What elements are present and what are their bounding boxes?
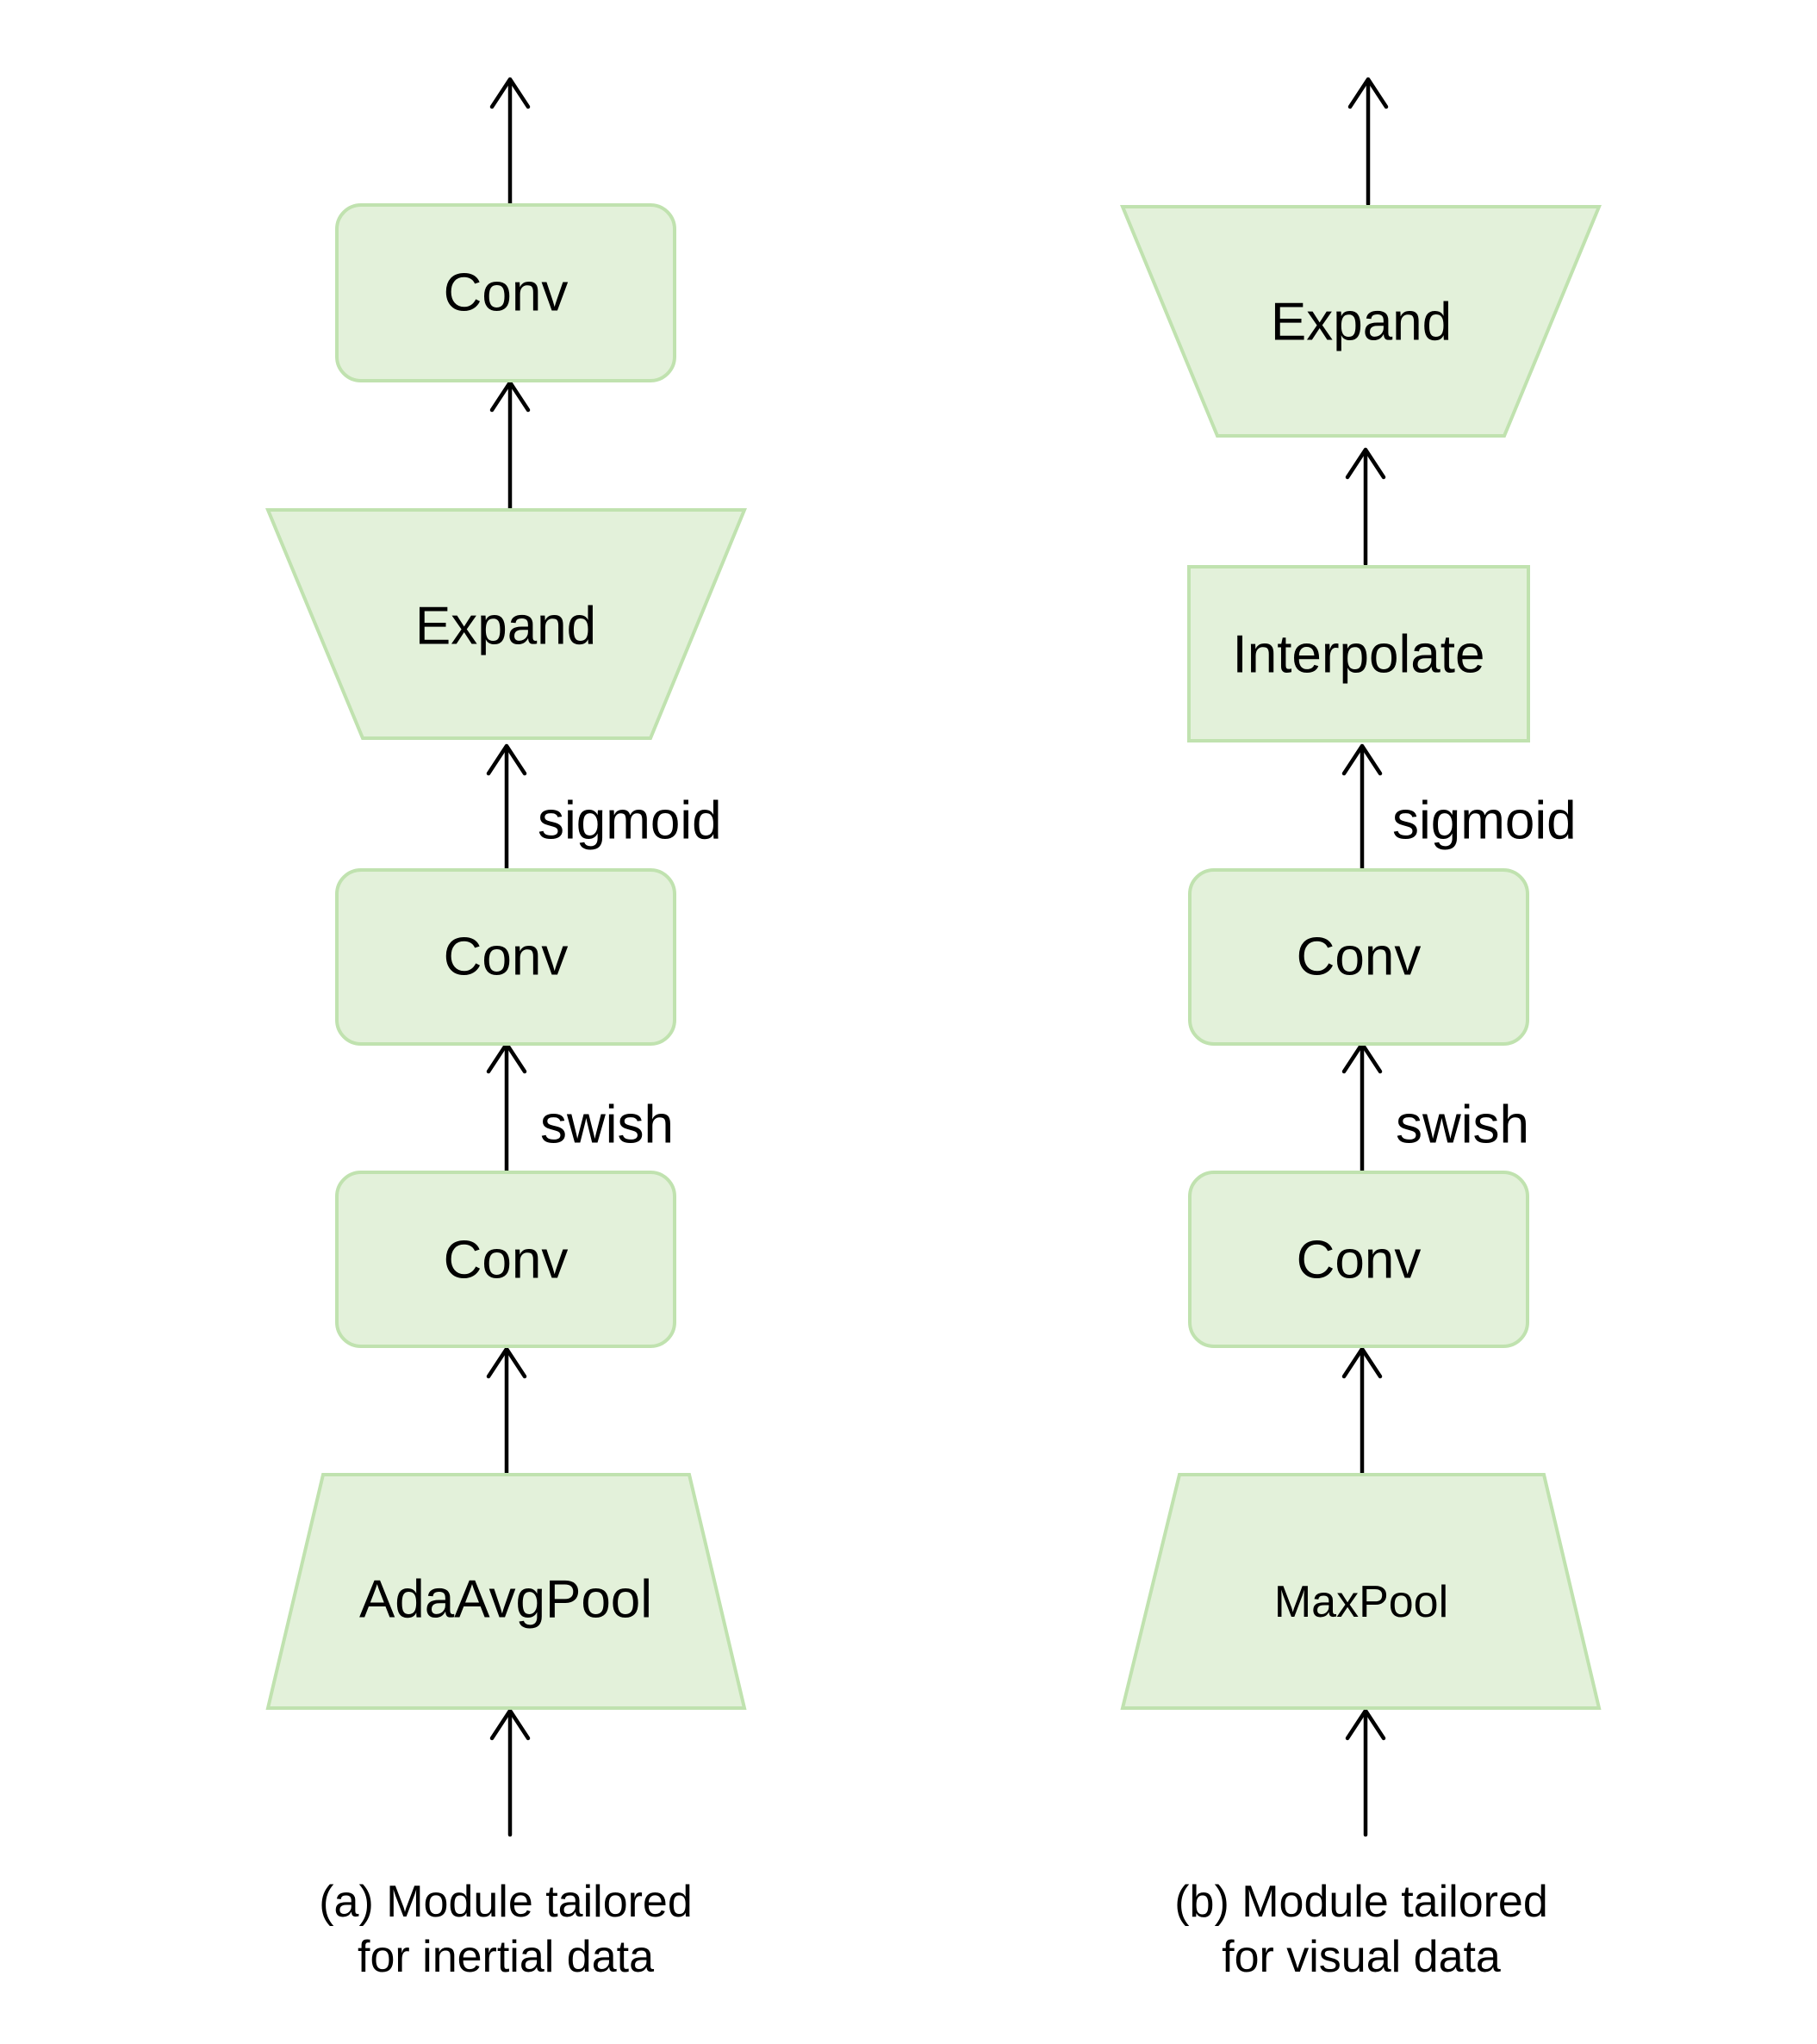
caption-a-line2: for inertial data xyxy=(358,1932,654,1982)
arrow-b-conv1-to-conv2 xyxy=(1341,1041,1383,1174)
arrow-a-output xyxy=(489,77,531,207)
arrow-a-input xyxy=(489,1708,531,1837)
node-label: Conv xyxy=(1297,928,1422,987)
node-a-conv2: Conv xyxy=(335,868,676,1046)
node-a-conv1: Conv xyxy=(335,1171,676,1348)
arrow-b-conv2-to-interpolate xyxy=(1341,743,1383,873)
node-label: Interpolate xyxy=(1233,625,1485,685)
panel-a: AdaAvgPool Conv Conv Expand Conv swish s… xyxy=(265,77,747,1982)
node-b-expand: Expand xyxy=(1120,205,1602,438)
arrow-a-conv2-to-expand xyxy=(486,743,527,873)
caption-b-line1: (b) Module tailored xyxy=(1174,1877,1548,1927)
arrow-a-pool-to-conv1 xyxy=(486,1346,527,1477)
arrow-b-input xyxy=(1345,1708,1386,1837)
node-b-interpolate: Interpolate xyxy=(1187,565,1530,742)
node-b-conv1: Conv xyxy=(1188,1171,1529,1348)
caption-a-line1: (a) Module tailored xyxy=(319,1877,693,1927)
node-b-conv2: Conv xyxy=(1188,868,1529,1046)
arrow-b-interpolate-to-expand xyxy=(1345,447,1386,567)
node-label: Conv xyxy=(1297,1231,1422,1290)
edge-label-swish: swish xyxy=(1396,1096,1529,1155)
arrow-a-expand-to-conv3 xyxy=(489,380,531,511)
edge-label-sigmoid: sigmoid xyxy=(1392,792,1577,851)
caption-b-line2: for visual data xyxy=(1222,1932,1501,1982)
node-label: Conv xyxy=(444,264,569,323)
node-label: Expand xyxy=(415,597,596,656)
panel-b: MaxPool Conv Conv Interpolate Expand swi… xyxy=(1120,77,1602,1982)
node-label: AdaAvgPool xyxy=(359,1570,652,1630)
arrow-b-output xyxy=(1347,77,1389,207)
node-label: MaxPool xyxy=(1274,1577,1448,1627)
node-label: Conv xyxy=(444,1231,569,1290)
node-a-adaavgpool: AdaAvgPool xyxy=(265,1473,747,1710)
node-b-maxpool: MaxPool xyxy=(1120,1473,1602,1710)
node-label: Conv xyxy=(444,928,569,987)
arrow-a-conv1-to-conv2 xyxy=(486,1041,527,1174)
edge-label-swish: swish xyxy=(540,1096,674,1155)
node-label: Expand xyxy=(1271,293,1452,352)
node-a-conv3: Conv xyxy=(335,203,676,382)
arrow-b-pool-to-conv1 xyxy=(1341,1346,1383,1477)
node-a-expand: Expand xyxy=(265,508,747,740)
edge-label-sigmoid: sigmoid xyxy=(538,792,722,851)
